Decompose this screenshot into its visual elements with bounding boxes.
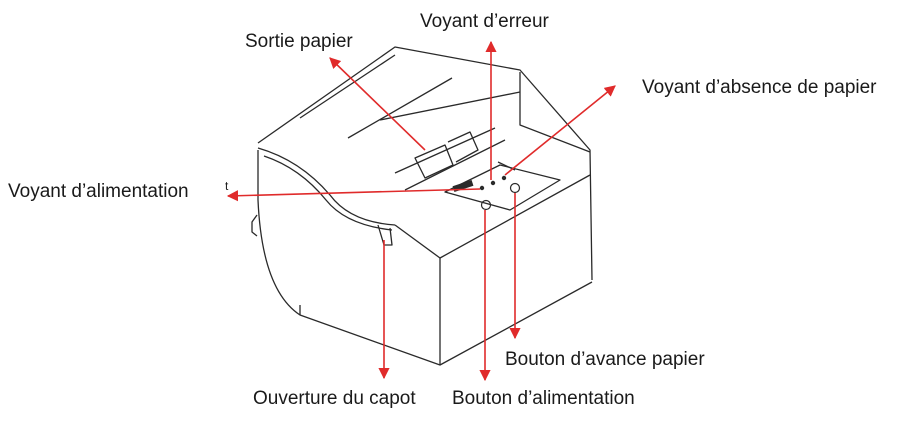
- arrow-voyant-absence-papier: [504, 85, 616, 176]
- arrow-sortie-papier: [329, 57, 426, 151]
- power-button-shape: [480, 199, 492, 211]
- label-voyant-absence-papier: Voyant d’absence de papier: [642, 77, 877, 98]
- error-led-indicator: [490, 180, 496, 186]
- printer-illustration: [251, 46, 593, 366]
- label-bouton-alimentation: Bouton d’alimentation: [452, 388, 635, 409]
- label-voyant-erreur: Voyant d’erreur: [420, 11, 549, 32]
- label-ouverture-capot: Ouverture du capot: [253, 388, 416, 409]
- arrow-voyant-alimentation: [226, 188, 481, 202]
- label-bouton-avance-papier: Bouton d’avance papier: [505, 349, 705, 370]
- feed-button-shape: [509, 182, 521, 194]
- label-voyant-alimentation: Voyant d’alimentation: [8, 181, 189, 202]
- control-panel: [452, 175, 521, 211]
- power-led-indicator: [479, 185, 485, 191]
- paper-led-indicator: [501, 175, 507, 181]
- callout-arrows: [226, 40, 616, 382]
- stray-mark: t: [225, 179, 229, 193]
- label-sortie-papier: Sortie papier: [245, 31, 353, 52]
